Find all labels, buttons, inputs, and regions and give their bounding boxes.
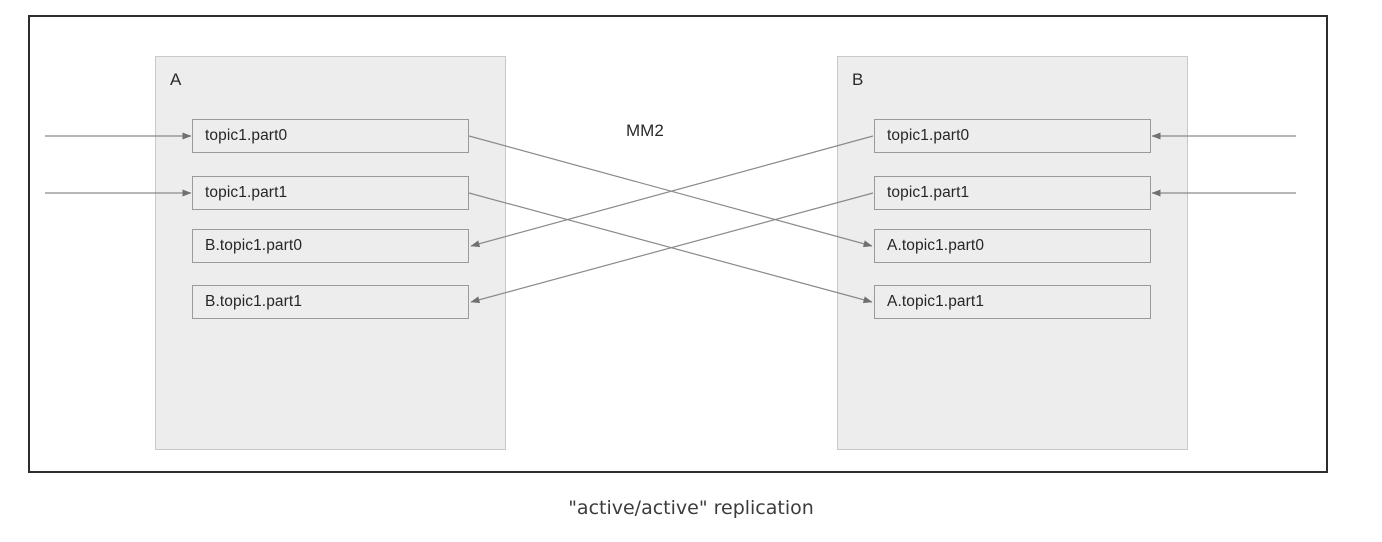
cluster-b-topic-0-label: topic1.part0 (887, 127, 970, 144)
diagram-caption: "active/active" replication (568, 497, 814, 519)
cluster-b-topic-3[interactable]: A.topic1.part1 (874, 285, 1151, 319)
cluster-b-topic-2[interactable]: A.topic1.part0 (874, 229, 1151, 263)
cluster-b-topic-1-label: topic1.part1 (887, 184, 970, 201)
cluster-a-topic-0-label: topic1.part0 (205, 127, 288, 144)
cluster-a-topic-3-label: B.topic1.part1 (205, 293, 303, 310)
cluster-b-topic-2-label: A.topic1.part0 (887, 237, 985, 254)
cluster-b-topic-3-label: A.topic1.part1 (887, 293, 985, 310)
cluster-a-topic-1[interactable]: topic1.part1 (192, 176, 469, 210)
cluster-b-topic-1[interactable]: topic1.part1 (874, 176, 1151, 210)
cluster-a-topic-3[interactable]: B.topic1.part1 (192, 285, 469, 319)
cluster-a-topic-1-label: topic1.part1 (205, 184, 288, 201)
cluster-b-label: B (852, 70, 864, 89)
cluster-a-topic-2[interactable]: B.topic1.part0 (192, 229, 469, 263)
cluster-a-label: A (170, 70, 182, 89)
cluster-b-topic-0[interactable]: topic1.part0 (874, 119, 1151, 153)
mm2-label: MM2 (626, 121, 664, 140)
cluster-a-topic-0[interactable]: topic1.part0 (192, 119, 469, 153)
cluster-a-topic-2-label: B.topic1.part0 (205, 237, 303, 254)
